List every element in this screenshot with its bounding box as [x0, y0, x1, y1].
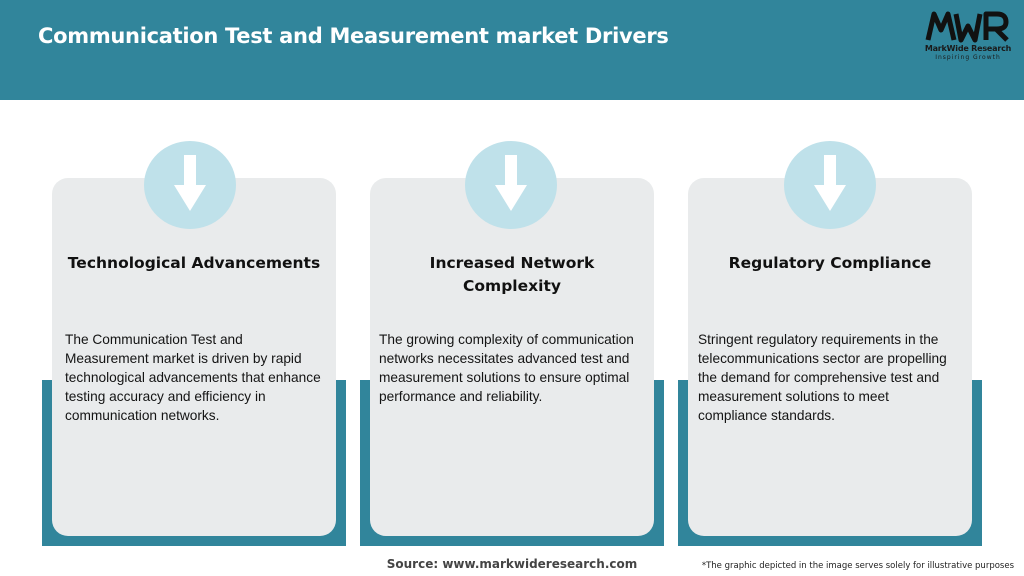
- down-arrow-icon: [144, 141, 236, 229]
- source-citation: Source: www.markwideresearch.com: [386, 557, 638, 571]
- logo: MarkWide Research Inspiring Growth: [918, 10, 1018, 61]
- card-title: Regulatory Compliance: [728, 254, 932, 272]
- card-panel: Technological Advancements The Communica…: [52, 178, 336, 536]
- card-description: The Communication Test and Measurement m…: [65, 332, 321, 423]
- mwr-logo-icon: [925, 11, 1009, 43]
- page-title: Communication Test and Measurement marke…: [38, 24, 669, 48]
- header-banner: Communication Test and Measurement marke…: [0, 0, 1024, 100]
- down-arrow-icon: [784, 141, 876, 229]
- card-title: Technological Advancements: [67, 254, 321, 272]
- driver-card-regulatory: Regulatory Compliance Stringent regulato…: [678, 178, 994, 548]
- card-description: Stringent regulatory requirements in the…: [698, 332, 947, 423]
- card-title: Increased Network Complexity: [429, 254, 595, 295]
- logo-tagline: Inspiring Growth: [935, 54, 1001, 61]
- card-description: The growing complexity of communication …: [379, 332, 634, 404]
- driver-card-technological: Technological Advancements The Communica…: [42, 178, 358, 548]
- down-arrow-icon: [465, 141, 557, 229]
- card-panel: Increased Network Complexity The growing…: [370, 178, 654, 536]
- logo-name: MarkWide Research: [924, 44, 1012, 53]
- driver-card-network-complexity: Increased Network Complexity The growing…: [360, 178, 676, 548]
- card-panel: Regulatory Compliance Stringent regulato…: [688, 178, 972, 536]
- disclaimer-note: *The graphic depicted in the image serve…: [701, 561, 1014, 571]
